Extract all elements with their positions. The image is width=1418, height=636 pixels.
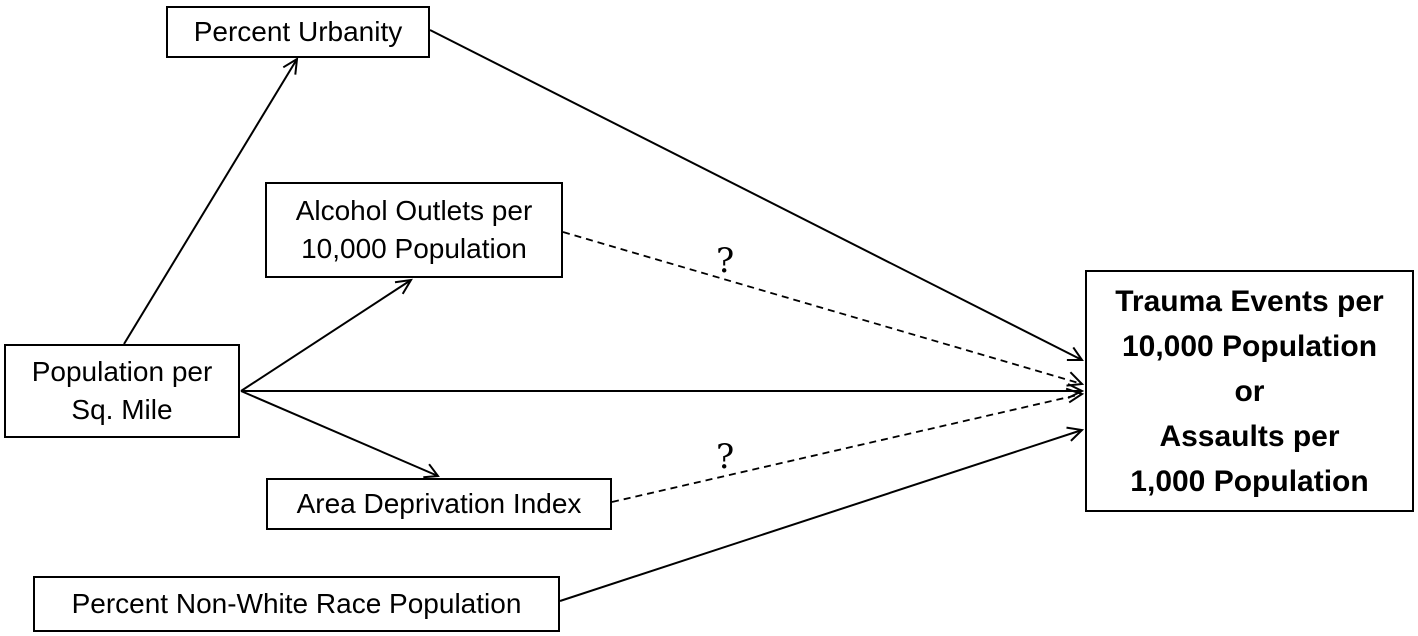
arrowhead-nonwhite-outcome — [1066, 426, 1085, 442]
arrowhead-alcohol — [394, 278, 413, 295]
edge-population-to-adi — [240, 390, 439, 477]
node-population-per-sq-mile: Population per Sq. Mile — [4, 344, 240, 438]
arrowhead-alcohol-outcome — [1066, 371, 1085, 387]
edge-alcohol-to-outcome-dashed — [562, 231, 1083, 385]
arrowhead-urbanity — [282, 57, 299, 75]
node-area-deprivation-index: Area Deprivation Index — [266, 478, 612, 530]
question-mark-alcohol-edge: ? — [716, 241, 735, 281]
edge-nonwhite-to-outcome — [559, 429, 1083, 602]
node-percent-non-white: Percent Non-White Race Population — [33, 576, 560, 632]
node-outcome: Trauma Events per 10,000 Population or A… — [1085, 270, 1414, 512]
arrowhead-adi-outcome — [1065, 387, 1085, 404]
edge-population-to-urbanity — [123, 58, 298, 345]
node-percent-urbanity: Percent Urbanity — [166, 6, 430, 58]
arrowhead-adi — [423, 463, 440, 479]
arrowhead-urbanity-outcome — [1066, 346, 1084, 361]
edge-adi-to-outcome-dashed — [611, 393, 1083, 503]
question-mark-adi-edge: ? — [716, 437, 735, 477]
edge-population-to-alcohol — [240, 279, 412, 392]
node-alcohol-outlets: Alcohol Outlets per 10,000 Population — [265, 182, 563, 278]
edge-urbanity-to-outcome — [429, 29, 1083, 361]
